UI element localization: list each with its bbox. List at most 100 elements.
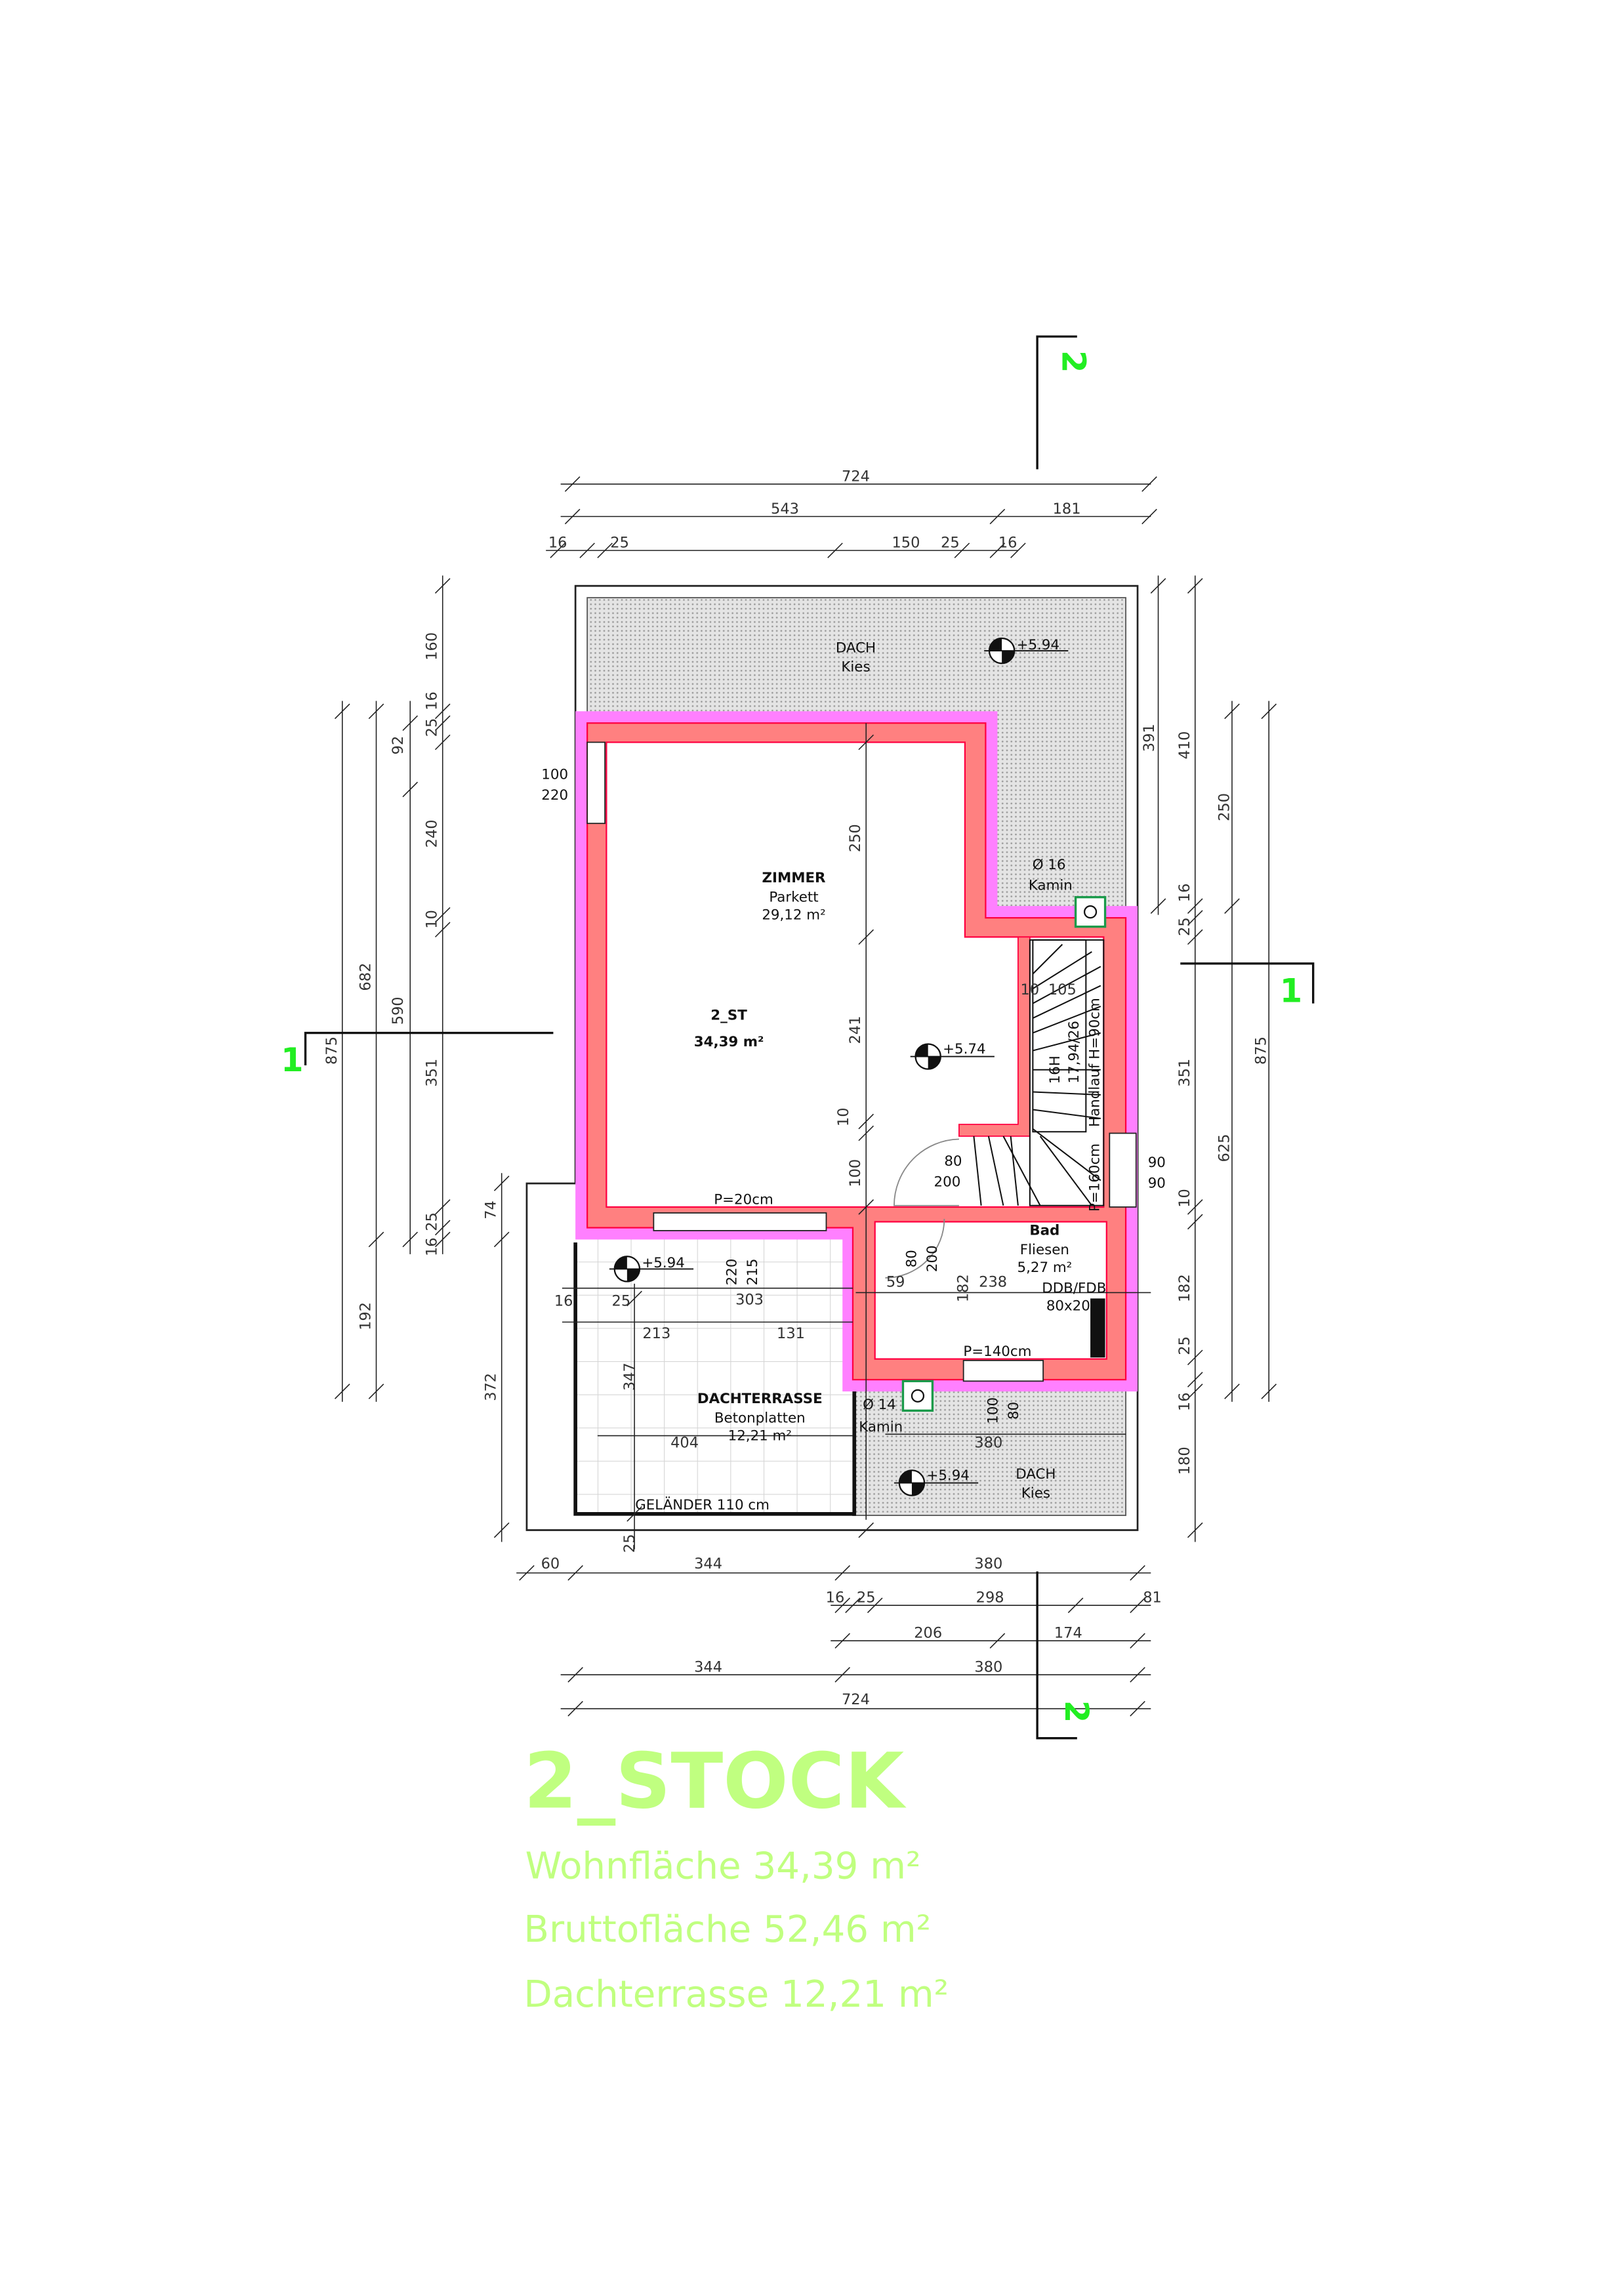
dimension-value: 182 [955, 1274, 972, 1302]
wohnflaeche-text: Wohnfläche 34,39 m² [525, 1845, 921, 1887]
dimension-tick [579, 543, 595, 558]
room-zimmer-floor [606, 741, 1105, 1208]
elevation-marker-icon [609, 1256, 694, 1282]
dimension-tick [1224, 898, 1240, 914]
dimension-value: 682 [358, 963, 375, 991]
dimension-tick [368, 703, 384, 720]
dimension-value: 303 [735, 1291, 764, 1308]
dimension-tick [519, 1565, 535, 1581]
dimension-value: 16 [424, 1237, 441, 1256]
chimney-diameter: Ø 16 [1033, 857, 1066, 873]
dimension-tick [1130, 1633, 1145, 1649]
dimension-tick [493, 1522, 510, 1538]
dimension-value: 250 [1216, 793, 1233, 821]
dimension-value: 81 [1143, 1589, 1162, 1607]
dimension-tick [858, 1113, 874, 1130]
dimension-value: 380 [974, 1435, 1002, 1452]
dimension-tick [834, 1667, 851, 1683]
railing-label: GELÄNDER 110 cm [635, 1496, 770, 1513]
dimension-tick [1187, 1349, 1203, 1366]
dimension-value: 25 [424, 718, 441, 737]
terrace-railing [573, 1242, 857, 1516]
dimension-value: 100 [847, 1159, 864, 1187]
shaft-label: DDB/FDB [1042, 1280, 1106, 1296]
dimension-tick [1141, 476, 1157, 492]
dimension-tick [1130, 1700, 1145, 1717]
chimney-label: Kamin [859, 1419, 903, 1435]
dimension-value: 875 [1253, 1036, 1270, 1065]
dimension-tick [1187, 910, 1203, 926]
dimension-tick [1187, 578, 1203, 594]
section-marker-bottom: 2 [1058, 1700, 1096, 1723]
roof-label: DACH [1016, 1466, 1056, 1483]
dimension-value: 60 [541, 1555, 560, 1572]
room-bad-floor [874, 1221, 1107, 1360]
door-height: 200 [934, 1174, 961, 1190]
dimension-tick [1187, 1522, 1203, 1538]
dimension-tick [1224, 703, 1240, 720]
elevation-label: +5.74 [943, 1041, 985, 1057]
dimension-tick [567, 1700, 583, 1717]
dimension-value: 131 [777, 1325, 805, 1342]
dimension-value: 724 [842, 468, 870, 485]
dimension-value: 351 [1176, 1059, 1193, 1087]
dimension-value: 298 [976, 1589, 1004, 1607]
parapet-height: P=140cm [963, 1343, 1031, 1360]
section-line-left [304, 1031, 554, 1066]
dimension-value: 543 [771, 501, 799, 518]
dimension-tick [989, 543, 1006, 558]
dimension-tick [567, 1667, 583, 1683]
dimension-value: 174 [1054, 1625, 1082, 1642]
room-name: ZIMMER [762, 870, 827, 886]
dimension-value: 10 [835, 1107, 852, 1126]
dimension-tick [434, 922, 451, 937]
dimension-tick [1130, 1597, 1145, 1614]
dimension-value: 240 [424, 819, 441, 848]
stair-wall [958, 936, 1031, 1137]
dimension-tick [434, 703, 451, 720]
dimension-value: 724 [842, 1691, 870, 1708]
dimension-value: 182 [1176, 1274, 1193, 1302]
room-name: DACHTERRASSE [697, 1391, 823, 1407]
chimney-bottom [901, 1380, 934, 1412]
dimension-tick [334, 1384, 350, 1399]
dimension-tick [368, 1384, 384, 1399]
dimension-value: 16 [998, 535, 1017, 552]
dimension-tick [627, 1506, 642, 1522]
dimension-tick [1067, 1597, 1084, 1614]
dimension-value: 10 [424, 910, 441, 929]
staircase [973, 939, 1105, 1206]
dimension-value: 206 [914, 1625, 942, 1642]
floor-summary-area: 34,39 m² [694, 1034, 764, 1050]
dimension-value: 92 [390, 736, 407, 755]
dimension-tick [1130, 1667, 1145, 1683]
window-width: 100 [541, 767, 568, 783]
dimension-value: 875 [323, 1036, 340, 1065]
door-height: 215 [745, 1259, 761, 1286]
stair-dimension: 105 [1048, 981, 1077, 998]
chimney-top [1074, 895, 1107, 928]
dimension-tick [845, 1597, 861, 1614]
door-swing-bad [885, 1218, 945, 1279]
elevation-label: +5.94 [926, 1467, 969, 1484]
door-width: 80 [944, 1153, 962, 1170]
dimension-value: 16 [1176, 1393, 1193, 1412]
room-area: 5,27 m² [1017, 1260, 1072, 1276]
dimension-tick [834, 1565, 851, 1581]
dimension-value: 16 [548, 535, 567, 552]
section-marker-left: 1 [281, 1041, 303, 1079]
dimension-value: 250 [847, 824, 864, 852]
dimension-tick [368, 1231, 384, 1248]
floor-summary-name: 2_ST [710, 1007, 747, 1023]
shaft-size: 80x20 [1046, 1298, 1090, 1314]
ddb-shaft [1090, 1298, 1105, 1358]
room-area: 29,12 m² [762, 907, 825, 923]
dimension-tick [1187, 1372, 1203, 1387]
dimension-value: 59 [886, 1273, 905, 1290]
dimension-tick [1150, 578, 1166, 594]
dimension-value: 344 [694, 1658, 722, 1675]
dimension-value: 238 [979, 1273, 1007, 1290]
dimension-value: 25 [621, 1534, 638, 1553]
